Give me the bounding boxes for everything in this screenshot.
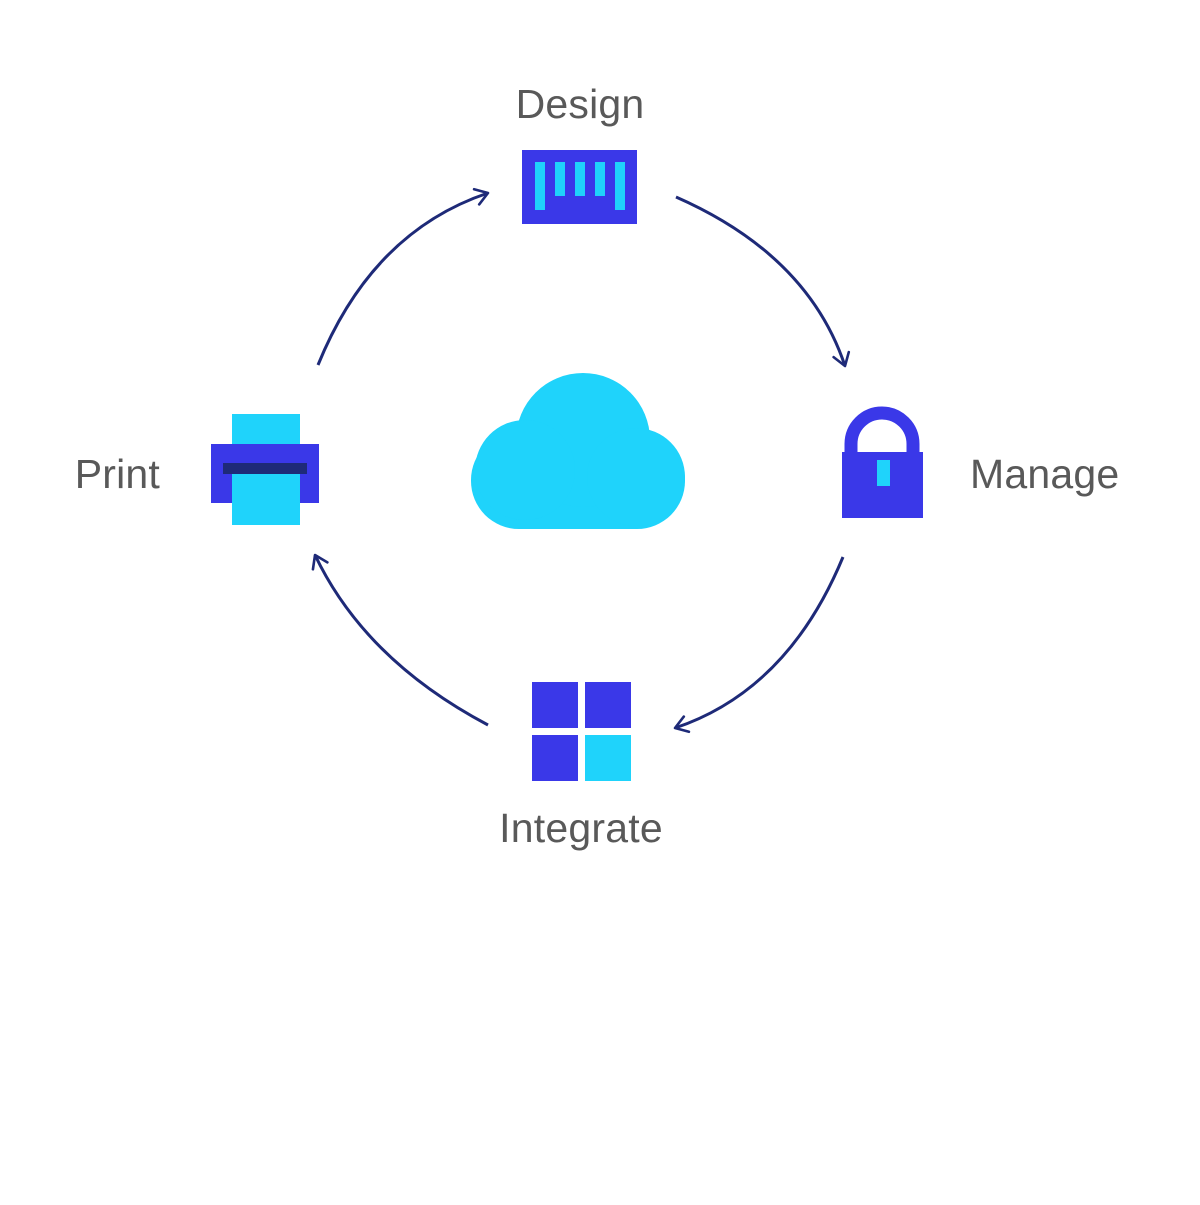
- step-label-integrate: Integrate: [499, 805, 663, 851]
- windows-grid-icon: [532, 682, 631, 781]
- step-label-print: Print: [74, 451, 160, 497]
- printer-icon: [211, 414, 319, 525]
- cloud-icon: [471, 373, 685, 529]
- arrow-manage-to-integrate: [673, 556, 845, 734]
- barcode-icon: [522, 150, 637, 224]
- step-label-manage: Manage: [970, 451, 1120, 497]
- arrow-integrate-to-print: [311, 553, 489, 727]
- lock-icon: [842, 406, 923, 518]
- arrow-design-to-manage: [675, 195, 851, 368]
- arrow-print-to-design: [316, 187, 490, 366]
- step-label-design: Design: [515, 81, 645, 127]
